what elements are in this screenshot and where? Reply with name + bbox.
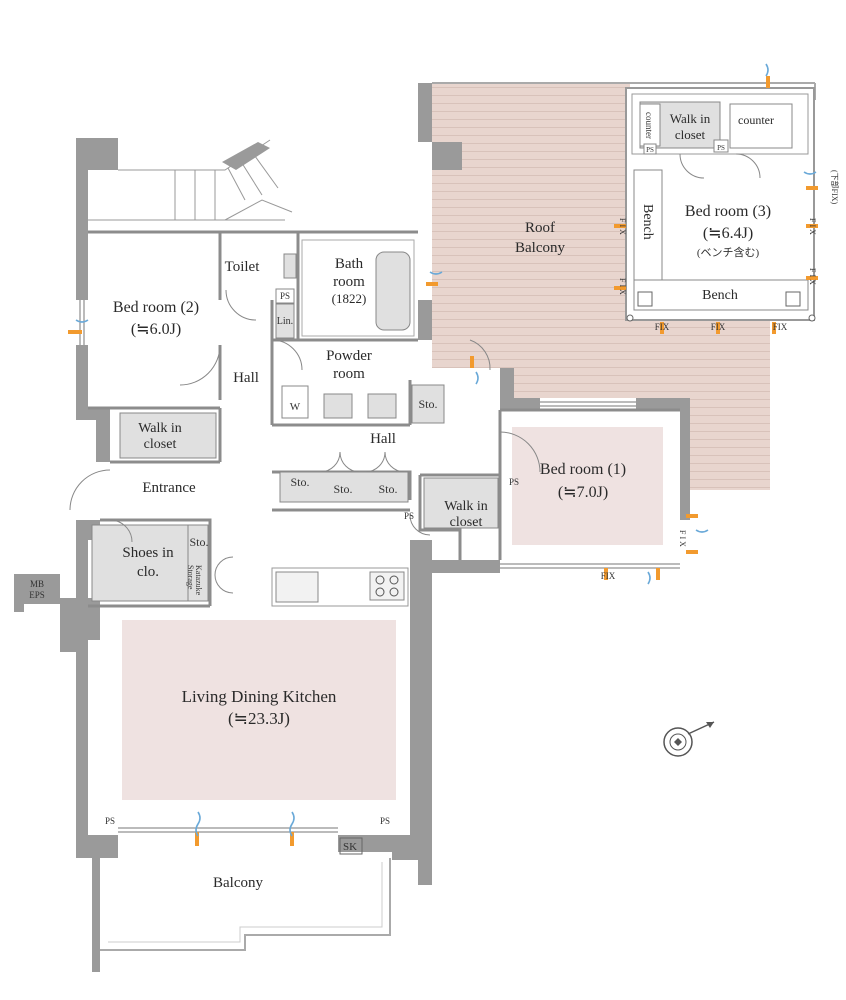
sk-label: SK [343,841,357,853]
bed2-name: Bed room (2) [113,299,199,316]
fix-v-1: F I X [618,218,627,235]
lower-fix-label: (下部FIX) [830,170,840,205]
ps-bed3-a: PS [646,146,654,154]
fix-label-1: FIX [655,322,670,332]
bench-side-label: Bench [640,204,655,240]
washer-label: W [290,401,301,413]
bed3-size: (≒6.4J) [703,225,753,242]
door-swings [69,289,541,594]
sto-5: Sto. [189,535,208,549]
ps-box-bath [275,288,295,304]
linen-label: Lin. [277,316,293,327]
windows [79,300,680,833]
sto-row [279,471,409,503]
exterior-walls [14,83,690,972]
interior-walls [88,230,680,608]
shoes-box [91,524,189,602]
bath-line2: room [333,274,365,290]
ldk-name: Living Dining Kitchen [182,687,337,706]
roof-balcony-deck [432,83,770,490]
fix-v-5: F I X [678,530,687,547]
ldk-floor [122,620,396,800]
room-labels: Bed room (2) (≒6.0J) Bed room (1) (≒7.0J… [29,111,771,891]
powder-line2: room [333,366,365,382]
bed2-size: (≒6.0J) [131,321,181,338]
wic-bed1-line2: closet [450,515,483,530]
wic-left-line2: closet [144,437,177,452]
fix-label-2: FIX [711,322,726,332]
mb-line2: EPS [29,590,45,600]
sto-1: Sto. [290,475,309,489]
balcony-label: Balcony [213,875,263,891]
roof-balcony-line1: Roof [525,220,555,236]
bath-line3: (1822) [332,291,367,306]
ps-ldk-left: PS [105,816,115,826]
balcony-outline [100,858,391,951]
staircase [88,139,293,221]
ldk-size: (≒23.3J) [228,709,290,728]
fix-markers [68,76,818,846]
bed1-name: Bed room (1) [540,461,626,478]
small-labels: Sto. Sto. Sto. Sto. Sto. PS PS PS PS PS … [105,112,840,855]
katazuke-line1: Katazuke [194,565,203,596]
window-airflow [75,63,817,837]
ps-ldk-right: PS [380,816,390,826]
bed3-name: Bed room (3) [685,203,771,220]
ps-bed1: PS [509,477,519,487]
entrance-label: Entrance [142,480,196,496]
bed1-size: (≒7.0J) [558,484,608,501]
fix-v-3: F I X [808,218,817,235]
fix-v-4: F I X [808,268,817,285]
washer [281,385,309,419]
toilet-label: Toilet [225,259,261,275]
shoes-line2: clo. [137,564,159,580]
compass-icon [663,721,715,757]
bathtub [375,251,411,331]
wic-left-box [119,412,217,459]
ps-bed3-b: PS [717,144,725,152]
bed1-floor [512,427,663,545]
wic-left-line1: Walk in [138,421,182,436]
powder-line1: Powder [326,348,372,364]
wic-bed1-line1: Walk in [444,499,488,514]
katazuke-line2: Storage [186,565,195,590]
bed3-block [625,87,816,322]
wic-bed1-box [423,477,499,529]
shoes-line1: Shoes in [122,545,174,561]
hall-left-label: Hall [233,370,259,386]
sto-2: Sto. [333,482,352,496]
counter-right: counter [738,113,774,127]
wic-bed3-line1: Walk in [670,111,711,126]
ps-kitchen: PS [404,511,414,521]
sto-3: Sto. [378,482,397,496]
bath-line1: Bath [335,256,364,272]
katazuke-box [187,524,209,602]
hall-center-label: Hall [370,431,396,447]
roof-balcony-line2: Balcony [515,240,565,256]
bench-bottom-label: Bench [702,288,738,303]
wic-bed3-line2: closet [675,127,706,142]
fix-label-4: FIX [601,571,616,581]
sto-4: Sto. [418,397,437,411]
fix-label-3: FIX [773,322,788,332]
mb-line1: MB [30,579,44,589]
fix-v-2: F I X [618,278,627,295]
ps-bath: PS [280,291,290,301]
linen-box [275,303,295,339]
bed3-note: (ベンチ含む) [697,245,760,259]
sto-hall-box [411,384,445,424]
counter-left: counter [644,112,654,139]
